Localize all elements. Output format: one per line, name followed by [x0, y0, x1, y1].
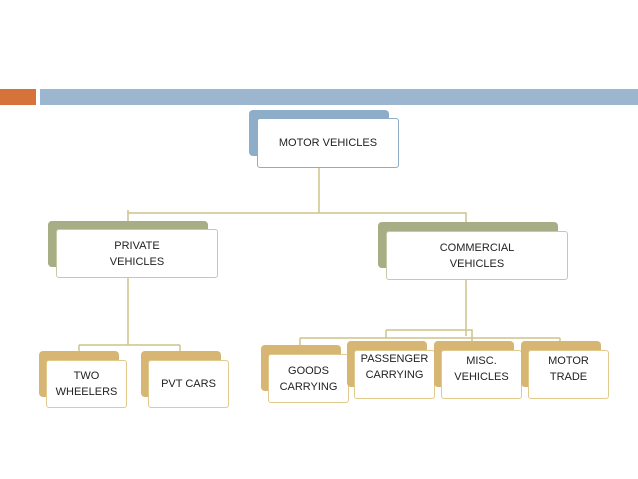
node-two-wheelers: TWO WHEELERS — [39, 351, 127, 408]
node-commercial-vehicles: COMMERCIAL VEHICLES — [378, 222, 568, 280]
connector-to-passenger-top — [386, 329, 473, 338]
connector-level1-horizontal — [127, 210, 467, 222]
node-label-box: PVT CARS — [148, 360, 229, 408]
node-label-pvt-cars: PVT CARS — [161, 378, 216, 390]
node-label-box: MOTOR VEHICLES — [257, 118, 399, 168]
node-label-box: MISC. VEHICLES — [441, 350, 522, 399]
node-label-motor-vehicles: MOTOR VEHICLES — [278, 137, 378, 149]
node-passenger-carrying: PASSENGER CARRYING — [347, 341, 435, 399]
node-private-vehicles: PRIVATE VEHICLES — [48, 221, 218, 278]
node-label-motor-trade: MOTOR TRADE — [548, 354, 589, 383]
node-misc-vehicles: MISC. VEHICLES — [434, 341, 522, 399]
node-label-misc-vehicles: MISC. VEHICLES — [454, 354, 509, 383]
node-label-private-vehicles: PRIVATE VEHICLES — [109, 239, 165, 268]
node-motor-trade: MOTOR TRADE — [521, 341, 609, 399]
node-motor-vehicles: MOTOR VEHICLES — [249, 110, 399, 168]
node-label-box: GOODS CARRYING — [268, 354, 349, 403]
title-accent-bar-blue — [40, 89, 638, 105]
node-label-two-wheelers: TWO WHEELERS — [55, 370, 118, 398]
node-label-box: MOTOR TRADE — [528, 350, 609, 399]
node-goods-carrying: GOODS CARRYING — [261, 345, 349, 403]
node-label-box: TWO WHEELERS — [46, 360, 127, 408]
node-label-goods-carrying: GOODS CARRYING — [279, 364, 338, 393]
node-pvt-cars: PVT CARS — [141, 351, 229, 408]
node-label-box: PASSENGER CARRYING — [354, 350, 435, 399]
node-label-commercial-vehicles: COMMERCIAL VEHICLES — [439, 241, 515, 270]
title-accent-bar-orange — [0, 89, 36, 105]
node-label-box: PRIVATE VEHICLES — [56, 229, 218, 278]
node-label-box: COMMERCIAL VEHICLES — [386, 231, 568, 280]
node-label-passenger-carrying: PASSENGER CARRYING — [360, 352, 429, 381]
